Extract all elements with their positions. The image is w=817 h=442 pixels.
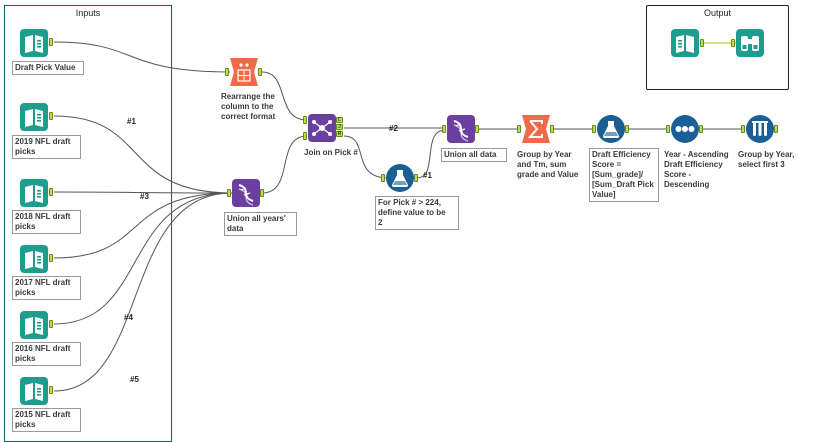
formula-pick-tool[interactable]: [386, 164, 414, 192]
output-data-tool[interactable]: [671, 29, 699, 57]
formula-efficiency-tool[interactable]: [597, 115, 625, 143]
sample-tool[interactable]: [746, 115, 774, 143]
input-anchor[interactable]: [225, 68, 229, 76]
input-data-icon: [20, 179, 48, 207]
wire-2015-union[interactable]: [53, 192, 233, 392]
input-data-icon: [20, 245, 48, 273]
input-anchor[interactable]: [666, 125, 670, 133]
arrange-tool[interactable]: [230, 58, 258, 86]
output-anchor[interactable]: [260, 189, 264, 197]
output-anchor[interactable]: [774, 125, 778, 133]
wire-2016-union[interactable]: [53, 192, 233, 325]
tool-label-2017: 2017 NFL draft picks: [12, 276, 81, 300]
union-years-tool[interactable]: [232, 179, 260, 207]
join-right-input-anchor[interactable]: [303, 132, 307, 140]
tool-label-union-all: Union all data: [441, 148, 507, 162]
tool-label-2018: 2018 NFL draft picks: [12, 210, 81, 234]
browse-tool[interactable]: [736, 29, 764, 57]
output-anchor[interactable]: [49, 188, 53, 196]
join-icon: [308, 114, 336, 142]
join-tool[interactable]: [308, 114, 336, 142]
tool-label-rearrange: Rearrange the column to the correct form…: [221, 92, 276, 121]
output-anchor[interactable]: [414, 174, 418, 182]
input-anchor[interactable]: [442, 125, 446, 133]
input-tool-draft-pick-value[interactable]: [20, 29, 48, 57]
output-anchor[interactable]: [700, 39, 704, 47]
tool-label-2016: 2016 NFL draft picks: [12, 342, 81, 366]
summarize-tool[interactable]: [522, 115, 550, 143]
connection-label: #4: [124, 313, 133, 322]
wire-union-join[interactable]: [261, 135, 308, 194]
tool-label-join: Join on Pick #: [304, 148, 358, 157]
sort-icon: [671, 115, 699, 143]
connection-label: #1: [127, 117, 136, 126]
input-data-icon: [20, 311, 48, 339]
input-tool-2017[interactable]: [20, 245, 48, 273]
input-tool-2018[interactable]: [20, 179, 48, 207]
wire-formula-unionall[interactable]: [415, 129, 447, 179]
input-tool-2015[interactable]: [20, 377, 48, 405]
connection-label: #3: [140, 192, 149, 201]
tool-label-union-years: Union all years' data: [224, 212, 297, 236]
join-r-anchor[interactable]: R: [336, 131, 343, 137]
tool-label-sort: Year - Ascending Draft Efficiency Score …: [664, 150, 729, 189]
wire-draftpick-rearrange[interactable]: [53, 41, 231, 73]
arrange-icon: [230, 58, 258, 86]
output-anchor[interactable]: [49, 320, 53, 328]
inputs-container-title: Inputs: [75, 8, 101, 18]
output-anchor[interactable]: [49, 386, 53, 394]
wire-2018-union[interactable]: [53, 191, 233, 194]
output-anchor[interactable]: [49, 112, 53, 120]
tool-label-formula-pick: For Pick # > 224, define value to be 2: [375, 196, 459, 230]
output-container[interactable]: Output: [646, 5, 789, 90]
output-container-title: Output: [703, 8, 732, 18]
sort-tool[interactable]: [671, 115, 699, 143]
join-l-anchor[interactable]: L: [336, 117, 343, 123]
output-anchor[interactable]: [475, 125, 479, 133]
input-anchor[interactable]: [517, 125, 521, 133]
sample-icon: [746, 115, 774, 143]
connection-label: #2: [389, 124, 398, 133]
input-anchor[interactable]: [227, 189, 231, 197]
connection-label: #1: [423, 171, 432, 180]
input-anchor[interactable]: [741, 125, 745, 133]
formula-icon: [597, 115, 625, 143]
union-icon: [232, 179, 260, 207]
tool-label-2019: 2019 NFL draft picks: [12, 135, 81, 159]
connection-label: #5: [130, 375, 139, 384]
input-anchor[interactable]: [381, 174, 385, 182]
output-anchor[interactable]: [258, 68, 262, 76]
browse-icon: [736, 29, 764, 57]
tool-label-formula-efficiency: Draft Efficiency Score = [Sum_grade]/ [S…: [589, 148, 659, 202]
tool-label-summarize: Group by Year and Tm, sum grade and Valu…: [517, 150, 579, 179]
tool-label-2015: 2015 NFL draft picks: [12, 408, 81, 432]
input-data-icon: [20, 377, 48, 405]
wire-2017-union[interactable]: [53, 192, 233, 259]
output-data-icon: [671, 29, 699, 57]
input-tool-2019[interactable]: [20, 103, 48, 131]
input-data-icon: [20, 103, 48, 131]
output-anchor[interactable]: [625, 125, 629, 133]
join-left-input-anchor[interactable]: [303, 116, 307, 124]
wire-join-formula[interactable]: [343, 135, 389, 179]
output-anchor[interactable]: [550, 125, 554, 133]
input-data-icon: [20, 29, 48, 57]
formula-icon: [386, 164, 414, 192]
output-anchor[interactable]: [49, 38, 53, 46]
wire-2019-union[interactable]: [53, 115, 233, 194]
input-anchor[interactable]: [592, 125, 596, 133]
input-tool-2016[interactable]: [20, 311, 48, 339]
union-all-tool[interactable]: [447, 115, 475, 143]
union-icon: [447, 115, 475, 143]
output-anchor[interactable]: [49, 254, 53, 262]
wire-rearrange-join[interactable]: [261, 71, 308, 121]
tool-label-draft-pick-value: Draft Pick Value: [12, 61, 84, 75]
input-anchor[interactable]: [731, 39, 735, 47]
output-anchor[interactable]: [699, 125, 703, 133]
join-j-anchor[interactable]: J: [336, 124, 343, 130]
summarize-icon: [522, 115, 550, 143]
tool-label-sample: Group by Year, select first 3: [738, 150, 795, 169]
